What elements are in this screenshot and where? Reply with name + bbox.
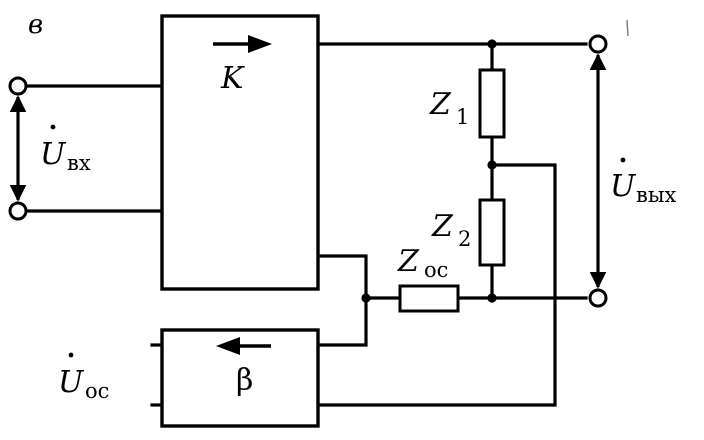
- resistor-zos-subscript: ос: [424, 258, 448, 282]
- wire-tap-midpoint: [316, 163, 557, 407]
- feedback-label: β: [236, 363, 253, 398]
- backward-arrow-head: [216, 337, 240, 355]
- feedback-voltage-symbol: U: [58, 365, 85, 400]
- feedback-voltage-label: U ос: [58, 352, 109, 403]
- resistor-z2-label: Z 2: [431, 209, 471, 251]
- junction-dot-mid: [487, 160, 497, 170]
- resistor-z2-subscript: 2: [458, 227, 471, 251]
- junction-dot-feedback: [361, 293, 371, 303]
- resistor-zos: [398, 284, 460, 313]
- scan-artifact-mark: [626, 19, 629, 37]
- wire-k-to-junction: [316, 254, 368, 300]
- output-terminal-bottom: [588, 288, 608, 308]
- resistor-zos-symbol: Z: [397, 244, 420, 279]
- amplifier-block-k: [160, 14, 320, 291]
- output-voltage-subscript: вых: [636, 183, 677, 207]
- wire-junction-to-beta: [316, 296, 368, 347]
- input-terminal-top: [8, 76, 28, 96]
- feedback-block-beta: [160, 328, 320, 428]
- input-voltage-symbol: U: [40, 137, 67, 172]
- junction-dot-bottom: [487, 293, 497, 303]
- input-voltage-subscript: вх: [67, 151, 91, 175]
- resistor-z1-subscript: 1: [456, 105, 469, 129]
- resistor-zos-label: Z ос: [397, 244, 448, 282]
- panel-letter: в: [28, 10, 43, 40]
- input-voltage-dot: [50, 124, 56, 130]
- resistor-z1: [478, 68, 506, 139]
- forward-arrow-head: [248, 35, 272, 53]
- input-voltage-label: U вх: [40, 124, 91, 175]
- feedback-voltage-subscript: ос: [85, 379, 109, 403]
- resistor-z2: [478, 198, 506, 267]
- output-voltage-dot: [620, 157, 626, 163]
- resistor-z2-symbol: Z: [431, 209, 454, 244]
- output-terminal-top: [588, 34, 608, 54]
- amplifier-label: K: [220, 61, 245, 96]
- input-terminal-bottom: [8, 201, 28, 221]
- output-voltage-symbol: U: [610, 169, 637, 204]
- junction-dot-top: [487, 39, 497, 49]
- output-voltage-label: U вых: [610, 157, 677, 207]
- resistor-z1-symbol: Z: [429, 87, 452, 122]
- resistor-z1-label: Z 1: [429, 87, 469, 129]
- feedback-voltage-dot: [68, 352, 74, 358]
